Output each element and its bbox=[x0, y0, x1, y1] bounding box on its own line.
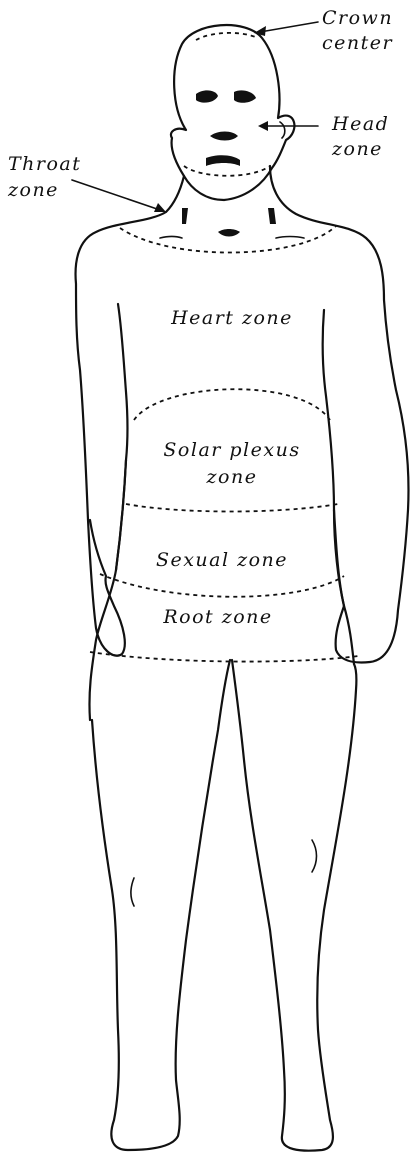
crown-arrow-line bbox=[260, 22, 318, 32]
crown-arrow-head bbox=[254, 26, 266, 36]
torso-outline bbox=[76, 176, 184, 656]
throat-mark-right bbox=[268, 208, 276, 224]
right-leg bbox=[232, 660, 356, 1151]
label-head-line1: Head bbox=[331, 113, 389, 135]
sternum-notch bbox=[218, 229, 240, 237]
collarbone-right bbox=[276, 237, 304, 239]
label-solar-line1: Solar plexus bbox=[163, 439, 300, 461]
throat-details bbox=[160, 208, 304, 238]
label-root: Root zone bbox=[162, 606, 272, 628]
throat-mark-left bbox=[182, 208, 188, 224]
right-eye bbox=[234, 90, 256, 102]
throat-arrow-line bbox=[72, 180, 160, 210]
mouth bbox=[206, 155, 240, 166]
left-leg bbox=[92, 660, 230, 1150]
head-boundary bbox=[184, 166, 270, 176]
label-heart: Heart zone bbox=[170, 307, 293, 329]
ear-detail bbox=[280, 122, 285, 138]
label-head-line2: zone bbox=[331, 138, 383, 160]
throat-arrow-head bbox=[154, 203, 166, 212]
left-eye bbox=[196, 90, 218, 102]
root-boundary bbox=[90, 652, 358, 662]
solar-boundary bbox=[126, 504, 338, 512]
left-knee-mark bbox=[131, 878, 134, 906]
label-crown-line2: center bbox=[322, 32, 394, 54]
body-outline bbox=[76, 25, 409, 1151]
collarbone-left bbox=[160, 237, 182, 239]
label-solar-line2: zone bbox=[206, 466, 258, 488]
sexual-boundary bbox=[100, 574, 344, 597]
nose bbox=[210, 132, 238, 141]
label-throat-line1: Throat bbox=[8, 153, 81, 175]
right-arm-inner bbox=[323, 310, 344, 606]
label-throat-line2: zone bbox=[7, 179, 59, 201]
face-features bbox=[196, 90, 285, 166]
right-knee-mark bbox=[312, 840, 317, 872]
crown-boundary bbox=[196, 33, 258, 40]
heart-boundary bbox=[134, 389, 330, 420]
label-crown-line1: Crown bbox=[322, 7, 393, 29]
head-arrow-head bbox=[258, 121, 268, 131]
waist-outline-right bbox=[334, 510, 354, 664]
label-sexual: Sexual zone bbox=[156, 549, 288, 571]
head-outline bbox=[171, 25, 294, 200]
